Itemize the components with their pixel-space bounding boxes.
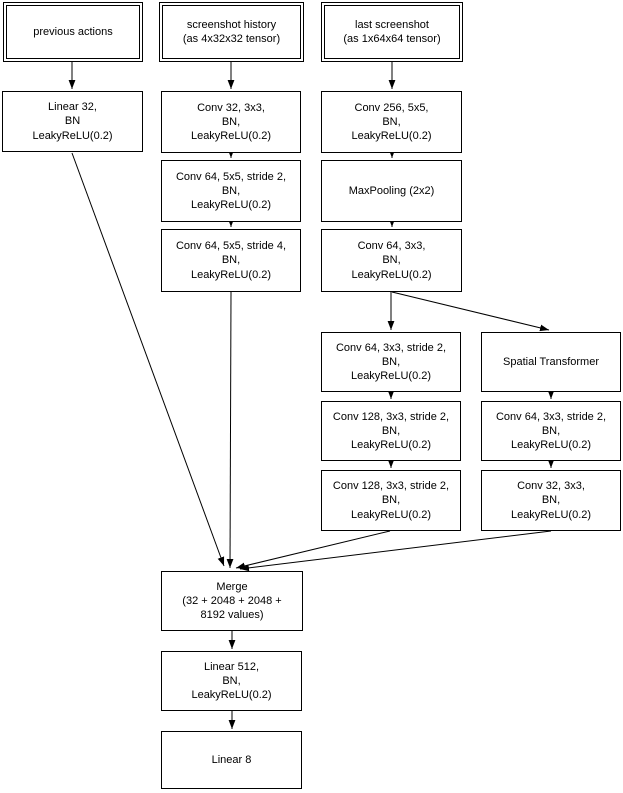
node-spatial-transformer-label: Spatial Transformer <box>503 355 599 368</box>
node-conv-64-3x3-stride-2: Conv 64, 3x3, stride 2, BN, LeakyReLU(0.… <box>321 332 461 392</box>
node-linear-32-label: Linear 32, BN LeakyReLU(0.2) <box>32 101 113 142</box>
node-conv-256-label: Conv 256, 5x5, BN, LeakyReLU(0.2) <box>351 101 432 143</box>
node-conv-32-st: Conv 32, 3x3, BN, LeakyReLU(0.2) <box>481 470 621 531</box>
node-conv-64-st-stride-2-label: Conv 64, 3x3, stride 2, BN, LeakyReLU(0.… <box>495 410 607 452</box>
node-conv-128-stride-2-b: Conv 128, 3x3, stride 2, BN, LeakyReLU(0… <box>321 470 461 531</box>
node-linear-512: Linear 512, BN, LeakyReLU(0.2) <box>161 651 302 711</box>
node-conv-64-3x3-stride-2-label: Conv 64, 3x3, stride 2, BN, LeakyReLU(0.… <box>335 341 447 383</box>
node-conv-256: Conv 256, 5x5, BN, LeakyReLU(0.2) <box>321 91 462 153</box>
node-spatial-transformer: Spatial Transformer <box>481 332 621 392</box>
node-conv-64-stride-4-history-label: Conv 64, 5x5, stride 4, BN, LeakyReLU(0.… <box>175 240 287 281</box>
edge-conv64-3x3-to-spatial-transformer <box>391 291 550 332</box>
node-conv-128-stride-2-a-label: Conv 128, 3x3, stride 2, BN, LeakyReLU(0… <box>332 410 450 452</box>
node-previous-actions-label: previous actions <box>33 25 113 38</box>
edge-conv32-st-to-merge <box>239 530 552 572</box>
node-linear-8: Linear 8 <box>161 731 302 789</box>
node-previous-actions: previous actions <box>3 2 143 62</box>
node-linear-512-label: Linear 512, BN, LeakyReLU(0.2) <box>191 660 272 702</box>
node-linear-8-label: Linear 8 <box>211 753 252 766</box>
node-conv-64-3x3: Conv 64, 3x3, BN, LeakyReLU(0.2) <box>321 229 462 292</box>
node-conv-64-stride-4-history: Conv 64, 5x5, stride 4, BN, LeakyReLU(0.… <box>161 229 301 292</box>
node-maxpooling-label: MaxPooling (2x2) <box>348 184 435 197</box>
node-conv-32-history: Conv 32, 3x3, BN, LeakyReLU(0.2) <box>161 91 301 153</box>
node-last-screenshot-label: last screenshot (as 1x64x64 tensor) <box>343 18 441 45</box>
node-merge: Merge (32 + 2048 + 2048 + 8192 values) <box>161 571 303 631</box>
edge-conv128-b-to-merge <box>235 530 391 570</box>
node-conv-64-stride-2-history-label: Conv 64, 5x5, stride 2, BN, LeakyReLU(0.… <box>175 170 287 212</box>
node-merge-label: Merge (32 + 2048 + 2048 + 8192 values) <box>182 580 282 622</box>
node-conv-64-stride-2-history: Conv 64, 5x5, stride 2, BN, LeakyReLU(0.… <box>161 160 301 222</box>
edge-conv64s4-to-merge <box>226 291 234 569</box>
node-conv-128-stride-2-b-label: Conv 128, 3x3, stride 2, BN, LeakyReLU(0… <box>332 480 450 521</box>
node-conv-128-stride-2-a: Conv 128, 3x3, stride 2, BN, LeakyReLU(0… <box>321 401 461 461</box>
node-screenshot-history-label: screenshot history (as 4x32x32 tensor) <box>182 18 281 45</box>
node-screenshot-history: screenshot history (as 4x32x32 tensor) <box>159 2 304 62</box>
node-last-screenshot: last screenshot (as 1x64x64 tensor) <box>321 2 463 62</box>
node-linear-32: Linear 32, BN LeakyReLU(0.2) <box>2 91 143 152</box>
node-conv-32-st-label: Conv 32, 3x3, BN, LeakyReLU(0.2) <box>510 480 592 521</box>
node-conv-32-history-label: Conv 32, 3x3, BN, LeakyReLU(0.2) <box>190 101 272 143</box>
node-conv-64-3x3-label: Conv 64, 3x3, BN, LeakyReLU(0.2) <box>351 240 432 281</box>
node-conv-64-st-stride-2: Conv 64, 3x3, stride 2, BN, LeakyReLU(0.… <box>481 401 621 461</box>
node-maxpooling: MaxPooling (2x2) <box>321 160 462 222</box>
